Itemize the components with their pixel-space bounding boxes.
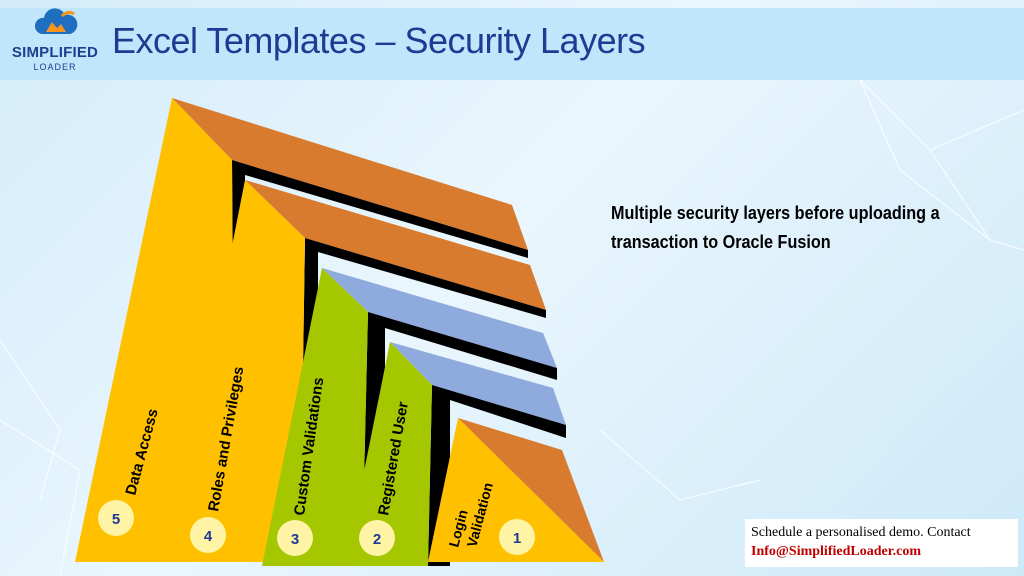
header-band [0,8,1024,80]
page-title: Excel Templates – Security Layers [112,20,646,61]
badge-1: 1 [499,519,535,555]
layer-3-front [262,268,368,566]
layer-1 [428,418,604,562]
badge-5-number: 5 [112,511,120,528]
cloud-logo-icon [34,8,78,34]
badge-2-number: 2 [373,531,381,548]
badge-1-number: 1 [513,530,521,547]
badge-3-number: 3 [291,531,299,548]
layer-2-top [390,342,566,425]
logo: SIMPLIFIED LOADER [8,4,102,80]
contact-email-link[interactable]: Info@SimplifiedLoader.com [751,544,922,559]
contact-box: Schedule a personalised demo. Contact In… [745,519,1018,567]
badge-5: 5 [98,500,134,536]
logo-name: SIMPLIFIED [11,44,99,61]
layer-3-top [322,268,557,368]
layer-4 [170,180,546,562]
description-text: Multiple security layers before uploadin… [611,203,940,252]
layer-5-top [172,98,528,250]
contact-text: Schedule a personalised demo. Contact [751,525,971,540]
badge-2: 2 [359,520,395,556]
badge-4: 4 [190,517,226,553]
badge-3: 3 [277,520,313,556]
badge-4-number: 4 [204,528,213,545]
layer-4-top [245,180,546,310]
layer-4-front [170,180,305,562]
layer-2-front [345,342,432,566]
layer-1-front [428,418,604,562]
logo-subtitle: LOADER [33,62,77,72]
